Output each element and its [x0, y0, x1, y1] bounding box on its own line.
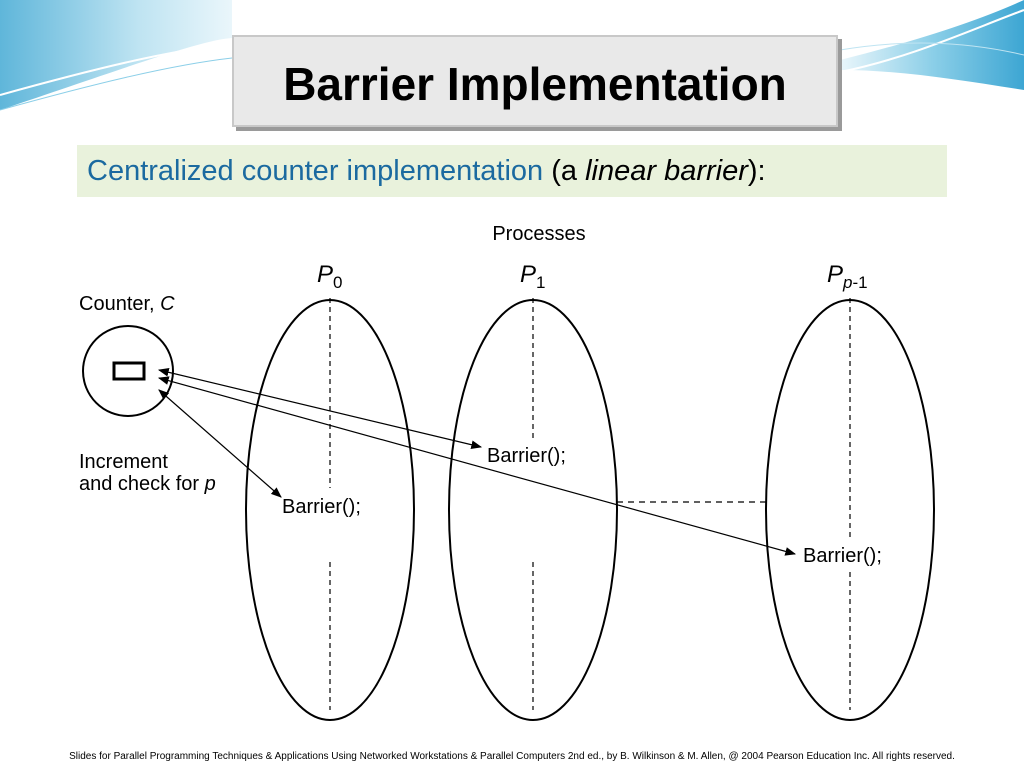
slide-title: Barrier Implementation: [283, 58, 787, 110]
left-wave-shape: [0, 0, 232, 110]
arrow-pp1: [157, 376, 797, 556]
barrier-diagram: Processes P0 P1 Pp-1 Counter, C Incremen…: [77, 210, 947, 730]
arrow-p1: [157, 368, 483, 449]
increment-label-line1: Increment: [79, 451, 168, 473]
increment-label-line2: and check for p: [79, 473, 216, 495]
counter-circle: [82, 325, 174, 417]
p0-label: P0: [317, 261, 342, 292]
pp1-label: Pp-1: [827, 261, 868, 292]
barrier-p1: Barrier();: [487, 445, 566, 467]
barrier-pp1: Barrier();: [803, 545, 882, 567]
subtitle-linear-barrier: linear barrier: [585, 155, 748, 187]
subtitle-banner: Centralized counter implementation (a li…: [77, 145, 947, 197]
counter-register: [112, 361, 146, 381]
counter-label: Counter, C: [79, 293, 175, 315]
p1-label: P1: [520, 261, 545, 292]
subtitle-main: Centralized counter implementation: [87, 155, 544, 187]
processes-label: Processes: [492, 223, 585, 245]
footer-copyright: Slides for Parallel Programming Techniqu…: [69, 751, 955, 762]
barrier-p0: Barrier();: [282, 496, 361, 518]
subtitle-paren-close: ):: [747, 155, 766, 187]
title-box: Barrier Implementation: [232, 35, 838, 127]
subtitle-paren-open: (a: [543, 155, 586, 187]
